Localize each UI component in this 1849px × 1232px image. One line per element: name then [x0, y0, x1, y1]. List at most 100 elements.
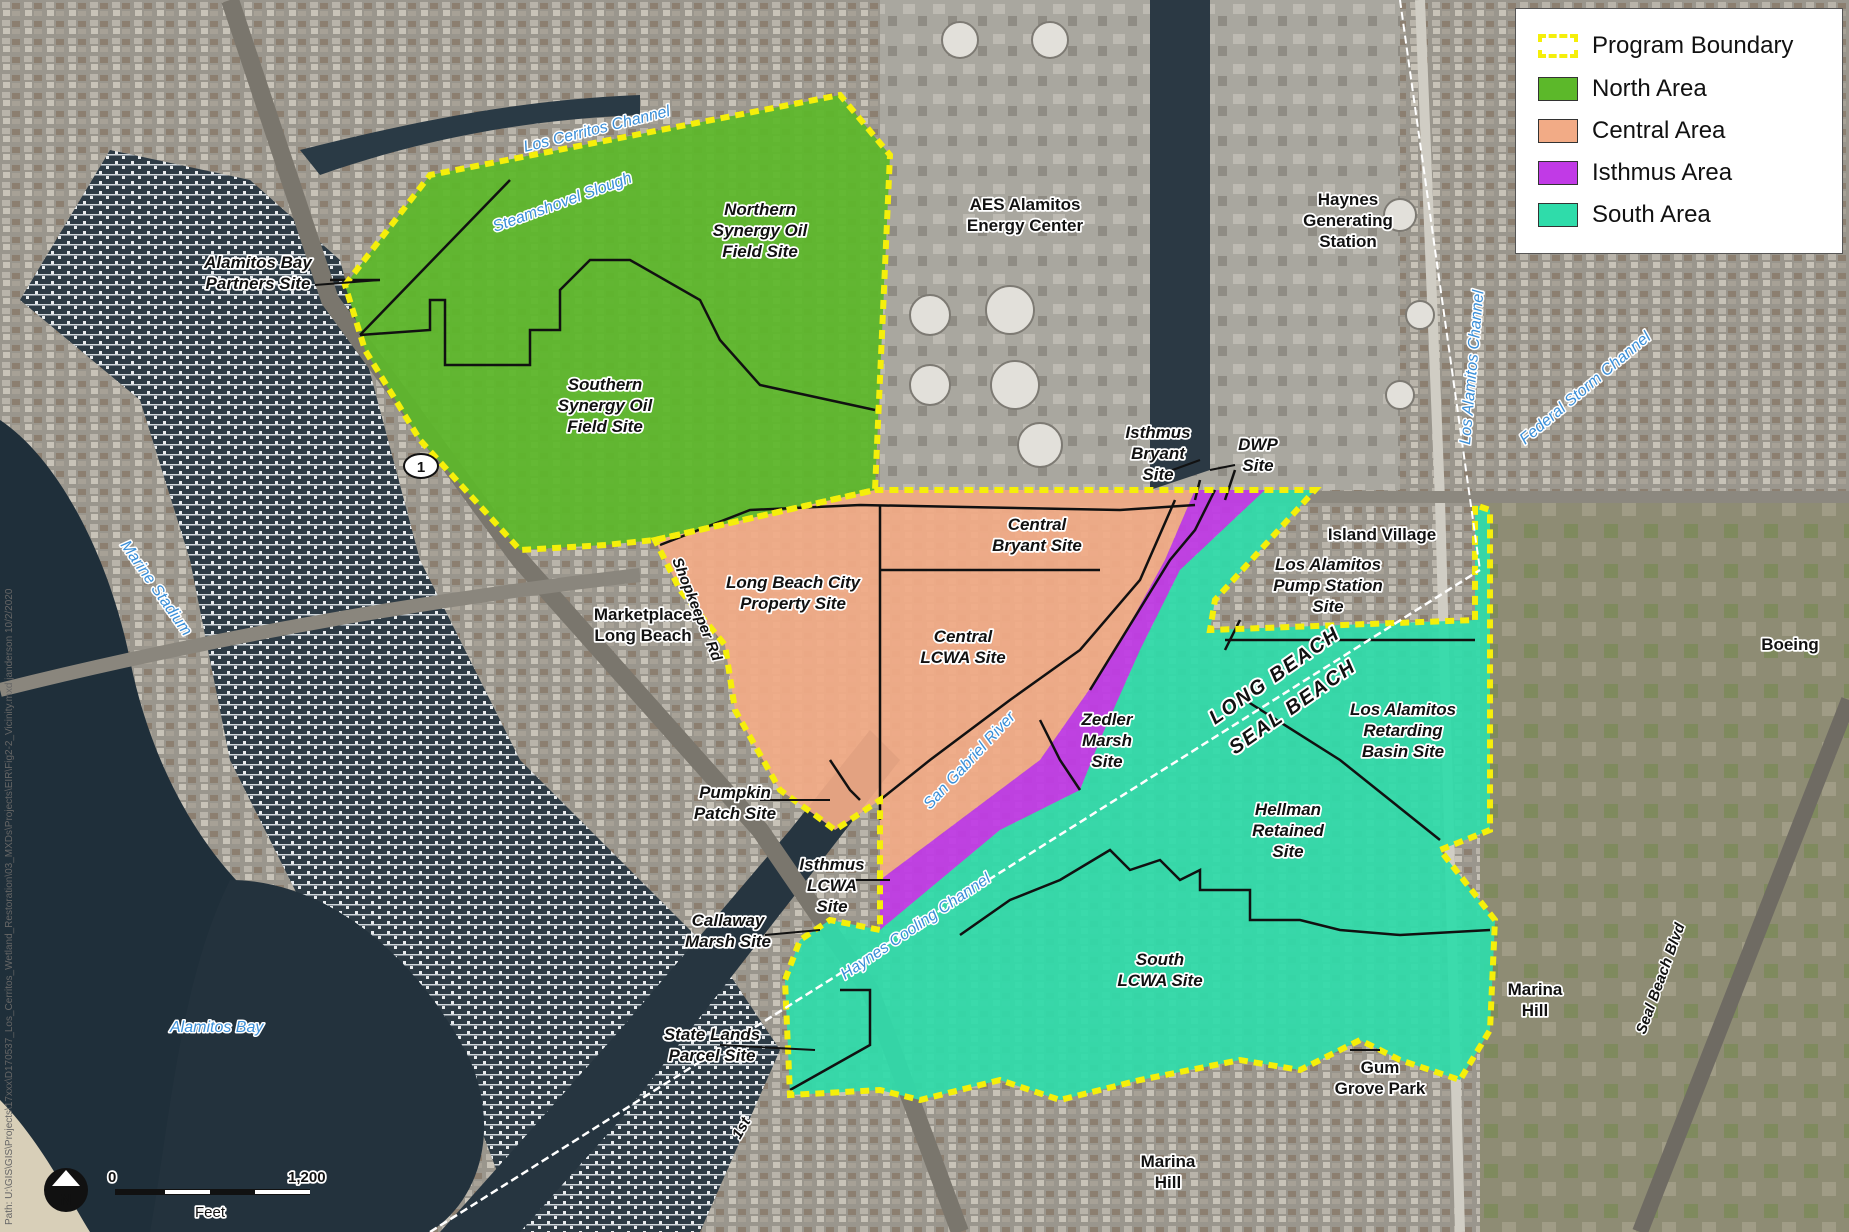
- svg-text:N: N: [60, 1192, 72, 1209]
- site-boundaries: [330, 179, 1491, 1092]
- site-label-line: Alamitos Bay: [203, 253, 313, 272]
- site-label-line: Callaway: [692, 911, 766, 930]
- site-label-line: Synergy Oil: [713, 221, 809, 240]
- site-label-line: Partners Site: [206, 274, 311, 293]
- legend: Program Boundary North Area Central Area…: [1515, 8, 1843, 254]
- site-label-line: Hill: [1155, 1173, 1181, 1192]
- site-label-line: Bryant: [1131, 444, 1186, 463]
- bay-open-water: [150, 880, 485, 1232]
- bridge-road: [0, 568, 641, 697]
- site-label-line: Marketplace: [594, 605, 692, 624]
- site-label-line: Site: [1312, 597, 1343, 616]
- site-label-line: Central: [1008, 515, 1068, 534]
- site-label-line: Central: [934, 627, 994, 646]
- site-label-line: Haynes: [1318, 190, 1378, 209]
- program-boundary: [341, 91, 1499, 1104]
- site-label-line: Basin Site: [1362, 742, 1444, 761]
- site-label-boeing: Boeing: [1761, 635, 1819, 654]
- site-label-line: LCWA Site: [1117, 971, 1202, 990]
- north-arrow: N: [44, 1168, 88, 1212]
- scale-max-label: 1,200: [288, 1169, 326, 1186]
- site-label-line: Pumpkin: [699, 783, 771, 802]
- alamitos-bay-label: Alamitos Bay: [169, 1019, 264, 1036]
- south-area: [785, 490, 1495, 1100]
- legend-label: Program Boundary: [1592, 32, 1794, 59]
- site-label-line: Site: [1091, 752, 1122, 771]
- site-label-line: Pump Station: [1273, 576, 1383, 595]
- site-label-line: Patch Site: [694, 804, 776, 823]
- field-area: [1480, 500, 1849, 1232]
- legend-item-north-area: North Area: [1538, 74, 1707, 104]
- legend-swatch-south: [1538, 203, 1578, 227]
- legend-label: Central Area: [1592, 117, 1726, 144]
- site-label-line: Boeing: [1761, 635, 1819, 654]
- legend-label: Isthmus Area: [1592, 159, 1733, 186]
- site-label-line: Bryant Site: [992, 536, 1082, 555]
- legend-item-program-boundary: Program Boundary: [1538, 31, 1793, 61]
- site-label-line: Retained: [1252, 821, 1324, 840]
- leader-lines: [314, 279, 1380, 1051]
- site-label-line: Gum: [1361, 1058, 1400, 1077]
- route-1-shield: 1: [403, 453, 439, 479]
- file-path-note: Path: U:\GIS\GIS\Projects\17xxx\D170537_…: [4, 588, 15, 1225]
- scale-min-label: 0: [108, 1169, 116, 1186]
- seal-beach-blvd-road: [1632, 697, 1849, 1232]
- site-label-line: Field Site: [567, 417, 643, 436]
- site-label-line: Retarding: [1363, 721, 1443, 740]
- site-label-line: AES Alamitos: [970, 195, 1081, 214]
- site-label-line: LCWA: [807, 876, 857, 895]
- site-label-line: Los Alamitos: [1275, 555, 1381, 574]
- site-label-line: Hill: [1522, 1001, 1548, 1020]
- site-label-line: Marsh Site: [685, 932, 771, 951]
- scale-unit-label: Feet: [195, 1204, 226, 1221]
- site-label-line: Isthmus: [1125, 423, 1190, 442]
- site-label-line: DWP: [1238, 435, 1278, 454]
- site-label-line: Site: [1272, 842, 1303, 861]
- site-label-line: Marsh: [1082, 731, 1132, 750]
- legend-swatch-boundary: [1538, 34, 1578, 58]
- site-label-line: Southern: [568, 375, 643, 394]
- site-label-line: Site: [816, 897, 847, 916]
- legend-item-isthmus-area: Isthmus Area: [1538, 158, 1732, 188]
- site-label-line: Synergy Oil: [558, 396, 654, 415]
- site-label-line: LCWA Site: [920, 648, 1005, 667]
- legend-item-south-area: South Area: [1538, 200, 1711, 230]
- legend-swatch-isthmus: [1538, 161, 1578, 185]
- isthmus-area: [880, 490, 1265, 930]
- legend-swatch-central: [1538, 119, 1578, 143]
- scale-bar: 0 1,200 Feet: [106, 1167, 327, 1223]
- site-label-line: Energy Center: [967, 216, 1084, 235]
- site-label-line: Field Site: [722, 242, 798, 261]
- site-label-island-village: Island Village: [1328, 525, 1436, 544]
- site-label-line: Isthmus: [799, 855, 864, 874]
- city-limit-line: [429, 568, 1481, 1232]
- svg-text:1: 1: [417, 459, 425, 476]
- site-label-line: Los Alamitos: [1350, 700, 1456, 719]
- storage-tanks: [909, 21, 1435, 468]
- marina-docks: [20, 150, 780, 1232]
- legend-item-central-area: Central Area: [1538, 116, 1725, 146]
- site-label-line: Northern: [724, 200, 796, 219]
- site-label-line: South: [1136, 950, 1184, 969]
